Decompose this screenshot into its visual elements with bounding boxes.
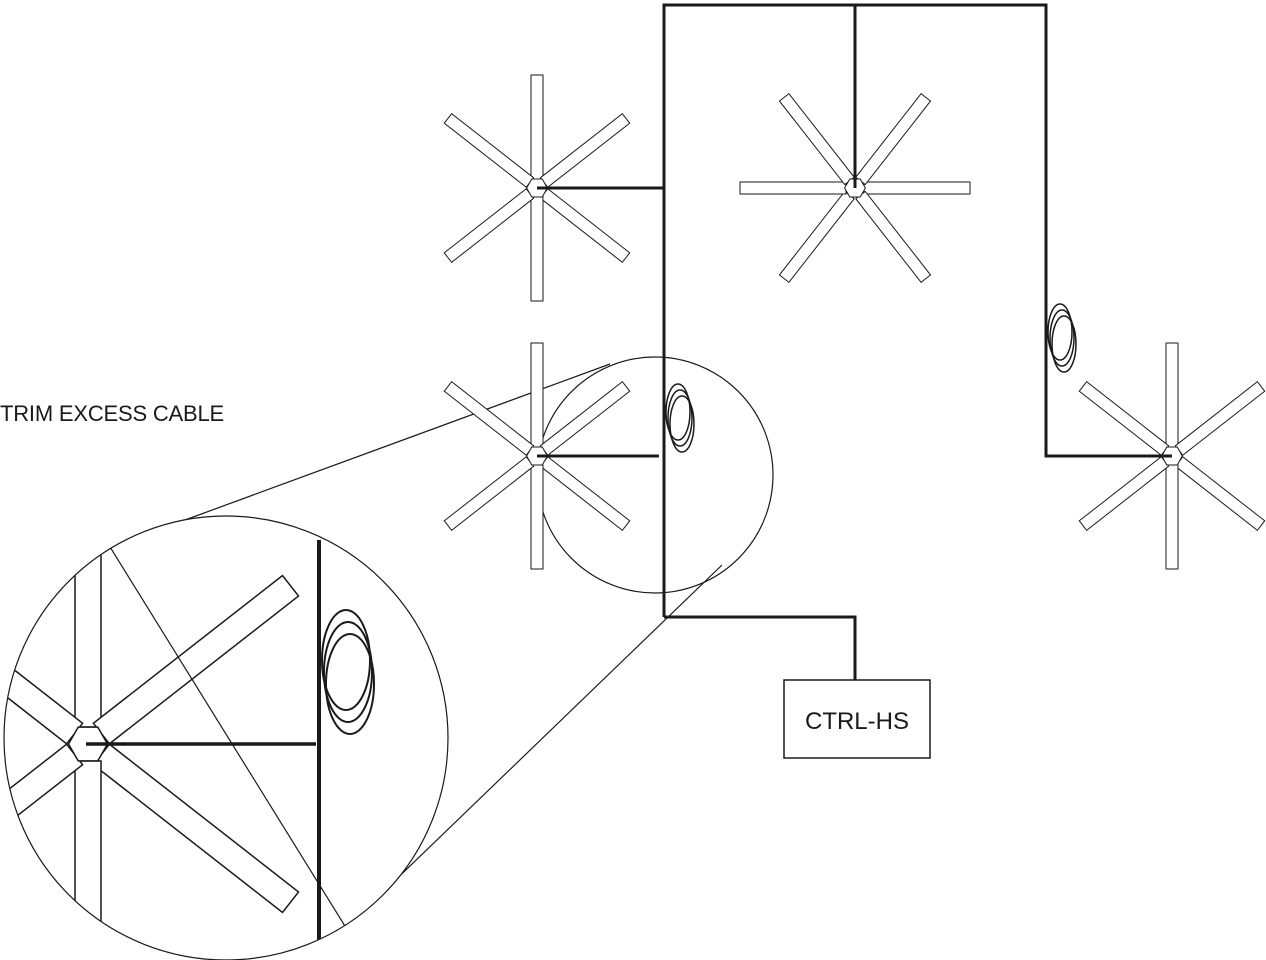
magnifier-source-circle bbox=[536, 356, 774, 594]
controller-feed-cable bbox=[664, 615, 857, 680]
cable-coil-icon bbox=[665, 383, 695, 453]
main-trunk-cable bbox=[662, 3, 1172, 617]
controller-box: CTRL-HS bbox=[783, 679, 931, 759]
fan-group bbox=[443, 74, 1266, 570]
cable-coil-icon bbox=[1047, 303, 1077, 373]
projection-line-bottom bbox=[382, 564, 723, 893]
magnified-inset bbox=[3, 515, 449, 960]
cable-coil-icon bbox=[321, 609, 375, 735]
controller-label: CTRL-HS bbox=[805, 708, 909, 735]
ceiling-fan-icon bbox=[739, 92, 971, 284]
ceiling-fan-icon bbox=[443, 342, 631, 570]
cable-runs bbox=[537, 3, 1172, 680]
ceiling-fan-icon bbox=[443, 74, 631, 302]
ceiling-fan-icon bbox=[1078, 342, 1266, 570]
trim-excess-cable-label: TRIM EXCESS CABLE bbox=[0, 401, 224, 426]
